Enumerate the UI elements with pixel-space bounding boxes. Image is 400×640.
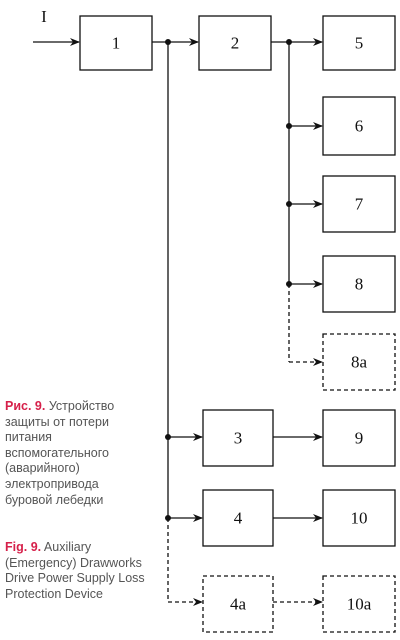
block-10a-label: 10a: [347, 595, 372, 614]
block-6-label: 6: [355, 117, 364, 136]
block-5-label: 5: [355, 34, 364, 53]
block-3: [202, 409, 274, 467]
block-2: [198, 15, 272, 71]
block-10a: [322, 575, 396, 633]
junction-dot: [165, 515, 171, 521]
caption-english-label: Fig. 9.: [5, 540, 42, 554]
junction-dot: [286, 281, 292, 287]
caption-english: Fig. 9. Auxiliary (Emergency) Drawworks …: [5, 540, 145, 602]
block-6: [322, 96, 396, 156]
caption-russian-text: Устройство защиты от потери питания вспо…: [5, 399, 115, 507]
caption-english-text: Auxiliary (Emergency) Drawworks Drive Po…: [5, 540, 145, 601]
block-8-label: 8: [355, 275, 364, 294]
block-4: [202, 489, 274, 547]
block-4a-label: 4a: [230, 595, 247, 614]
block-8a-label: 8a: [351, 353, 368, 372]
block-7-label: 7: [355, 195, 364, 214]
caption-russian: Рис. 9. Устройство защиты от потери пита…: [5, 399, 145, 508]
block-10: [322, 489, 396, 547]
block-1: [79, 15, 153, 71]
block-2-label: 2: [231, 34, 240, 53]
input-label: I: [41, 7, 47, 26]
caption-russian-label: Рис. 9.: [5, 399, 46, 413]
block-7: [322, 175, 396, 233]
block-4-label: 4: [234, 509, 243, 528]
junction-dot: [286, 39, 292, 45]
junction-dot: [165, 434, 171, 440]
block-3-label: 3: [234, 429, 243, 448]
block-8: [322, 255, 396, 313]
block-4a: [202, 575, 274, 633]
junction-dot: [286, 201, 292, 207]
block-9: [322, 409, 396, 467]
block-5: [322, 15, 396, 71]
block-9-label: 9: [355, 429, 364, 448]
block-1-label: 1: [112, 34, 121, 53]
block-8a: [322, 333, 396, 391]
junction-dot: [286, 123, 292, 129]
junction-dot: [165, 39, 171, 45]
block-10-label: 10: [351, 509, 368, 528]
